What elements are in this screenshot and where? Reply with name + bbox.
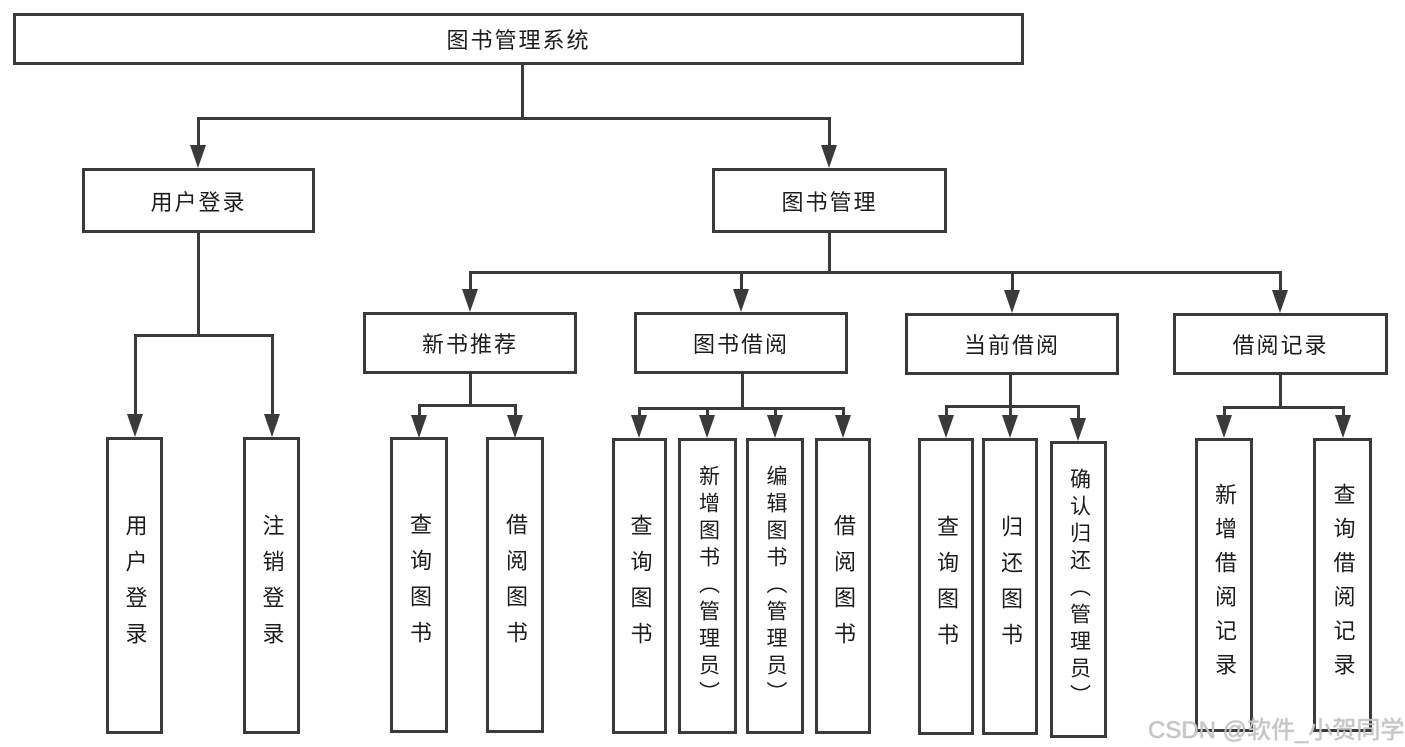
root-to-level2-drop-line xyxy=(196,118,200,148)
records-to-children-stem xyxy=(1278,375,1282,409)
leaf-logout-label: 注销登录 xyxy=(259,513,285,658)
records-to-children-bar xyxy=(1222,405,1345,409)
node-user-login: 用户登录 xyxy=(82,168,315,233)
arrowhead-down-icon xyxy=(1335,415,1351,438)
bookmgmt-to-level3-bar xyxy=(468,270,1282,274)
current-to-children-stem xyxy=(1008,375,1012,408)
borrowing-to-children-bar xyxy=(637,406,845,410)
leaf-query-books-borrow-label: 查询图书 xyxy=(627,514,653,658)
node-book-management-label: 图书管理 xyxy=(781,189,878,215)
borrowing-to-children-stem xyxy=(740,374,744,410)
recommend-to-children-drop-line xyxy=(513,405,517,418)
leaf-query-books-recommend-label: 查询图书 xyxy=(407,513,432,657)
leaf-query-books-recommend: 查询图书 xyxy=(390,437,448,733)
arrowhead-down-icon xyxy=(462,289,478,312)
bookmgmt-to-level3-stem xyxy=(827,233,831,274)
arrowhead-down-icon xyxy=(264,414,280,437)
arrowhead-down-icon xyxy=(733,289,749,312)
node-current-borrowing-label: 当前借阅 xyxy=(963,333,1060,358)
userlogin-to-children-drop-line xyxy=(133,335,137,417)
arrowhead-down-icon xyxy=(1002,415,1018,438)
bookmgmt-to-level3-drop-line xyxy=(468,272,472,292)
node-book-borrowing-label: 图书借阅 xyxy=(692,332,789,357)
leaf-user-login-label: 用户登录 xyxy=(122,513,148,658)
leaf-return-books-label: 归还图书 xyxy=(998,514,1023,659)
borrowing-to-children-drop-line xyxy=(841,408,845,418)
current-to-children-drop-line xyxy=(944,406,948,418)
node-book-management: 图书管理 xyxy=(712,168,947,233)
userlogin-to-children-stem xyxy=(196,233,200,337)
arrowhead-down-icon xyxy=(411,415,427,438)
watermark: CSDN @软件_小贺同学 xyxy=(1148,717,1405,744)
recommend-to-children-bar xyxy=(417,403,517,407)
leaf-confirm-return-admin-label: 确认归还（管理员） xyxy=(1067,468,1091,711)
node-new-book-recommendation-label: 新书推荐 xyxy=(421,332,518,357)
leaf-add-borrow-record-label: 新增借阅记录 xyxy=(1212,483,1237,687)
records-to-children-drop-line xyxy=(1341,407,1345,418)
bookmgmt-to-level3-drop-line xyxy=(1010,272,1014,293)
borrowing-to-children-drop-line xyxy=(773,408,777,418)
current-to-children-drop-line xyxy=(1008,406,1012,418)
leaf-add-borrow-record: 新增借阅记录 xyxy=(1195,438,1253,732)
arrowhead-down-icon xyxy=(767,415,783,438)
userlogin-to-children-drop-line xyxy=(270,335,274,417)
node-new-book-recommendation: 新书推荐 xyxy=(363,312,577,374)
root-to-level2-drop-line xyxy=(827,118,831,148)
arrowhead-down-icon xyxy=(699,415,715,438)
leaf-edit-book-admin: 编辑图书（管理员） xyxy=(746,438,804,734)
leaf-return-books: 归还图书 xyxy=(982,438,1038,735)
leaf-add-book-admin-label: 新增图书（管理员） xyxy=(696,464,720,708)
leaf-query-books-current: 查询图书 xyxy=(918,438,974,735)
current-to-children-drop-line xyxy=(1076,406,1080,421)
arrowhead-down-icon xyxy=(127,414,143,437)
arrowhead-down-icon xyxy=(835,415,851,438)
arrowhead-down-icon xyxy=(190,145,206,168)
bookmgmt-to-level3-drop-line xyxy=(1278,272,1282,293)
node-borrowing-records-label: 借阅记录 xyxy=(1232,333,1329,358)
records-to-children-drop-line xyxy=(1222,407,1226,418)
bookmgmt-to-level3-drop-line xyxy=(739,272,743,292)
leaf-borrow-books-borrow: 借阅图书 xyxy=(815,438,871,734)
node-book-borrowing: 图书借阅 xyxy=(634,312,848,374)
arrowhead-down-icon xyxy=(631,415,647,438)
recommend-to-children-drop-line xyxy=(417,405,421,418)
arrowhead-down-icon xyxy=(1272,290,1288,313)
arrowhead-down-icon xyxy=(821,145,837,168)
arrowhead-down-icon xyxy=(938,415,954,438)
recommend-to-children-stem xyxy=(468,374,472,407)
arrowhead-down-icon xyxy=(1216,415,1232,438)
leaf-query-books-current-label: 查询图书 xyxy=(934,514,959,659)
borrowing-to-children-drop-line xyxy=(637,408,641,418)
leaf-add-book-admin: 新增图书（管理员） xyxy=(678,438,737,734)
leaf-borrow-books-recommend: 借阅图书 xyxy=(486,437,544,733)
arrowhead-down-icon xyxy=(1004,290,1020,313)
leaf-user-login: 用户登录 xyxy=(106,437,163,734)
leaf-query-borrow-record-label: 查询借阅记录 xyxy=(1330,483,1356,687)
userlogin-to-children-bar xyxy=(133,333,274,337)
node-library-management-system-label: 图书管理系统 xyxy=(446,28,591,53)
leaf-borrow-books-borrow-label: 借阅图书 xyxy=(831,514,856,658)
node-library-management-system: 图书管理系统 xyxy=(13,13,1024,65)
node-user-login-label: 用户登录 xyxy=(150,189,247,215)
leaf-logout: 注销登录 xyxy=(243,437,300,734)
node-borrowing-records: 借阅记录 xyxy=(1173,313,1388,375)
borrowing-to-children-drop-line xyxy=(705,408,709,418)
leaf-query-borrow-record: 查询借阅记录 xyxy=(1313,438,1372,732)
leaf-edit-book-admin-label: 编辑图书（管理员） xyxy=(764,464,787,708)
arrowhead-down-icon xyxy=(1070,418,1086,441)
leaf-borrow-books-recommend-label: 借阅图书 xyxy=(503,513,528,657)
root-to-level2-bar xyxy=(196,116,831,120)
leaf-query-books-borrow: 查询图书 xyxy=(612,438,667,734)
leaf-confirm-return-admin: 确认归还（管理员） xyxy=(1050,441,1107,738)
node-current-borrowing: 当前借阅 xyxy=(905,313,1119,375)
current-to-children-bar xyxy=(944,404,1080,408)
root-to-level2-stem xyxy=(520,65,524,120)
arrowhead-down-icon xyxy=(507,415,523,438)
